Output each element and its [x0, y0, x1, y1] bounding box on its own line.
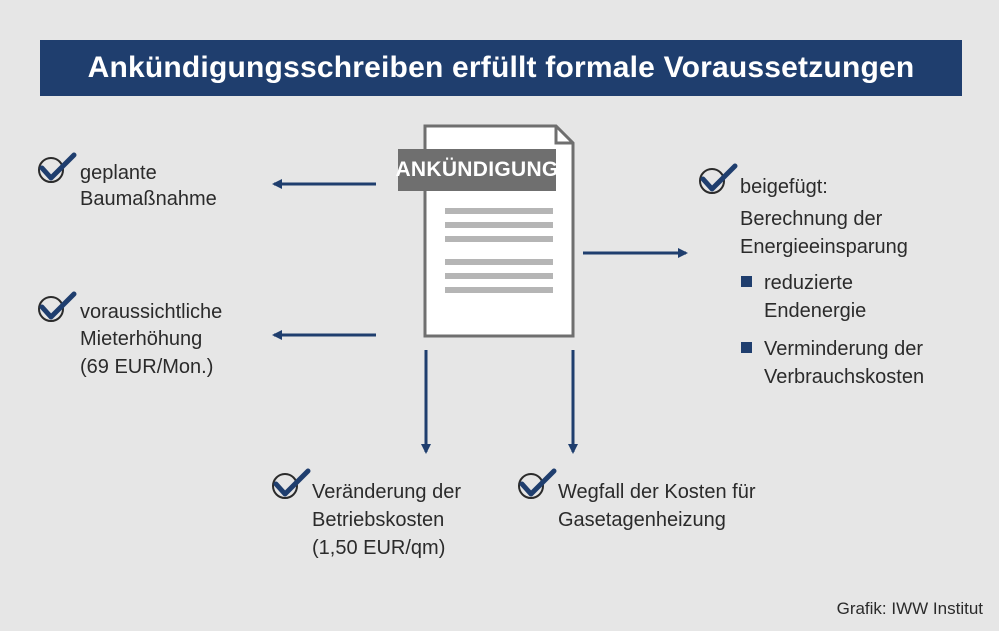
- right-bullet-1-line2: Endenergie: [764, 300, 867, 322]
- check-icon: [272, 468, 311, 499]
- source-credit: Grafik: IWW Institut: [836, 599, 983, 618]
- right-sub-line1: Berechnung der: [740, 208, 883, 230]
- page-title: Ankündigungsschreiben erfüllt formale Vo…: [87, 51, 915, 84]
- right-sub-line2: Energieeinsparung: [740, 236, 908, 258]
- left-item-1-line2: Baumaßnahme: [80, 188, 217, 210]
- check-icon: [38, 152, 77, 183]
- check-icon: [699, 163, 738, 194]
- document-label: ANKÜNDIGUNG: [395, 149, 559, 191]
- right-heading: beigefügt:: [740, 176, 828, 198]
- left-item-2-line1: voraussichtliche: [80, 301, 223, 323]
- bottom-item-2-line1: Wegfall der Kosten für: [558, 481, 756, 503]
- left-item-2-line3: (69 EUR/Mon.): [80, 356, 214, 378]
- check-icon: [38, 291, 77, 322]
- bullet-square-icon: [741, 342, 752, 353]
- right-bullet-2-line1: Verminderung der: [764, 338, 923, 360]
- bullet-square-icon: [741, 276, 752, 287]
- left-item-1-line1: geplante: [80, 162, 157, 184]
- document-label-text: ANKÜNDIGUNG: [395, 158, 559, 181]
- right-bullet-1-line1: reduzierte: [764, 272, 853, 294]
- right-bullet-2-line2: Verbrauchskosten: [764, 366, 925, 388]
- bottom-item-1-line2: Betriebskosten: [312, 509, 445, 531]
- bottom-item-1-line1: Veränderung der: [312, 481, 462, 503]
- bottom-item-2-line2: Gasetagenheizung: [558, 509, 726, 531]
- check-icon: [518, 468, 557, 499]
- title-banner: Ankündigungsschreiben erfüllt formale Vo…: [40, 40, 962, 96]
- left-item-2-line2: Mieterhöhung: [80, 328, 203, 350]
- bottom-item-1-line3: (1,50 EUR/qm): [312, 537, 446, 559]
